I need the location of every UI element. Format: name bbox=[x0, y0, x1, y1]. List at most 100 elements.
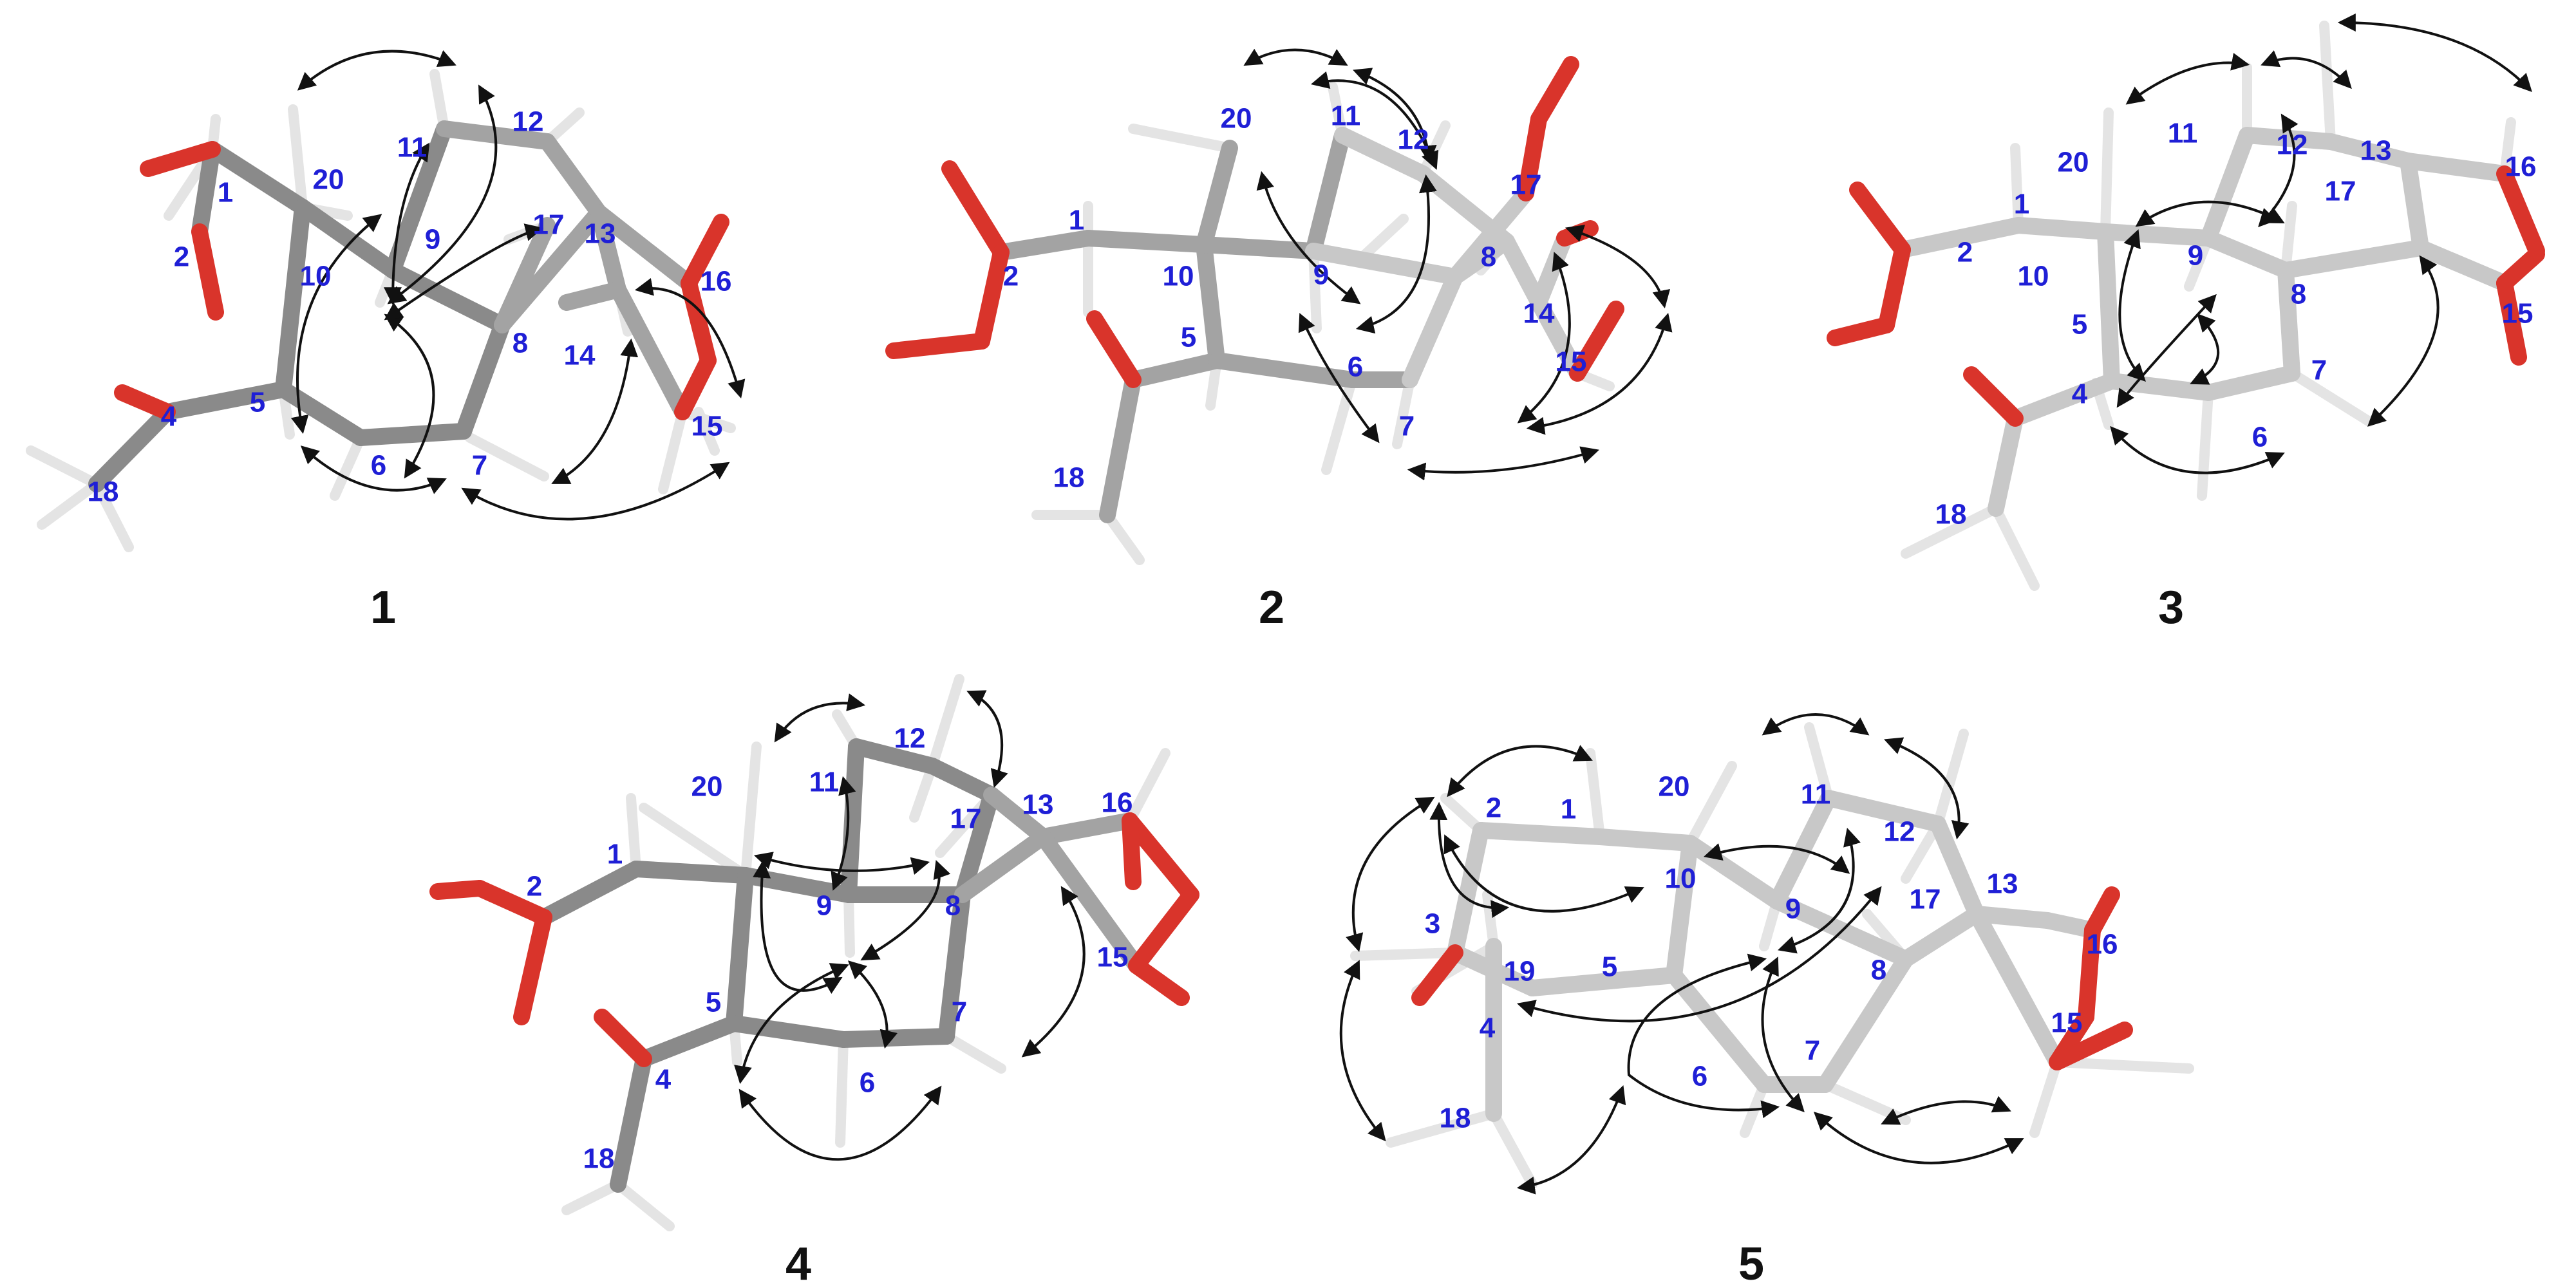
atom-label-3-6: 6 bbox=[2252, 422, 2268, 453]
atom-label-3-1: 1 bbox=[2014, 189, 2029, 220]
compound-1-label: 1 bbox=[370, 582, 396, 633]
atom-label-3-2: 2 bbox=[1957, 237, 1973, 268]
atom-label-1-7: 7 bbox=[472, 450, 487, 481]
atom-label-5-17: 17 bbox=[1910, 884, 1941, 915]
atom-label-3-7: 7 bbox=[2311, 355, 2327, 386]
atom-label-2-10: 10 bbox=[1163, 261, 1194, 292]
compound-4-label: 4 bbox=[785, 1238, 811, 1288]
atom-label-5-2: 2 bbox=[1486, 792, 1501, 824]
atom-label-5-18: 18 bbox=[1440, 1103, 1471, 1134]
atom-label-3-13: 13 bbox=[2360, 135, 2392, 167]
atom-label-5-19: 19 bbox=[1504, 956, 1536, 987]
compound-4-noe-correlations bbox=[734, 690, 1086, 1161]
atom-label-1-15: 15 bbox=[691, 411, 723, 442]
atom-label-4-7: 7 bbox=[952, 996, 967, 1028]
atom-label-3-8: 8 bbox=[2291, 279, 2306, 310]
atom-label-5-13: 13 bbox=[1987, 868, 2018, 900]
compound-2-structure bbox=[885, 56, 1624, 565]
atom-label-2-2: 2 bbox=[1003, 261, 1019, 292]
compound-5-structure bbox=[1350, 722, 2194, 1190]
atom-label-4-13: 13 bbox=[1022, 789, 1054, 821]
compound-3-noe-correlations bbox=[2110, 14, 2532, 474]
atom-label-2-1: 1 bbox=[1069, 205, 1084, 236]
atom-label-3-17: 17 bbox=[2325, 176, 2356, 207]
atom-label-2-8: 8 bbox=[1481, 241, 1496, 273]
atom-label-4-20: 20 bbox=[691, 771, 723, 803]
atom-label-1-20: 20 bbox=[313, 164, 344, 196]
atom-label-1-2: 2 bbox=[174, 241, 189, 273]
atom-label-4-8: 8 bbox=[945, 890, 961, 922]
atom-label-5-9: 9 bbox=[1785, 893, 1801, 925]
atom-label-4-2: 2 bbox=[527, 871, 542, 902]
atom-label-2-11: 11 bbox=[1331, 100, 1361, 132]
atom-label-4-11: 11 bbox=[809, 767, 840, 798]
atom-label-4-16: 16 bbox=[1102, 787, 1133, 819]
atom-label-5-3: 3 bbox=[1425, 908, 1440, 940]
atom-label-2-14: 14 bbox=[1523, 298, 1555, 330]
atom-label-1-16: 16 bbox=[700, 266, 732, 297]
atom-label-1-1: 1 bbox=[218, 177, 233, 209]
atom-label-4-9: 9 bbox=[816, 890, 832, 922]
atom-label-5-15: 15 bbox=[2051, 1007, 2083, 1039]
atom-label-2-17: 17 bbox=[1510, 169, 1542, 201]
atom-label-3-11: 11 bbox=[2168, 118, 2198, 149]
atom-label-1-9: 9 bbox=[425, 224, 440, 256]
atom-label-4-15: 15 bbox=[1097, 942, 1129, 973]
atom-label-3-4: 4 bbox=[2072, 378, 2088, 410]
compound-1-noe-correlations bbox=[290, 50, 746, 521]
atom-label-5-6: 6 bbox=[1692, 1061, 1707, 1092]
atom-label-4-18: 18 bbox=[583, 1143, 615, 1175]
compound-3-label: 3 bbox=[2158, 582, 2184, 633]
atom-label-2-18: 18 bbox=[1053, 462, 1085, 494]
atom-label-1-18: 18 bbox=[88, 476, 119, 508]
atom-label-1-6: 6 bbox=[371, 450, 386, 481]
atom-label-3-12: 12 bbox=[2277, 129, 2308, 161]
atom-label-4-12: 12 bbox=[894, 723, 926, 754]
compound-3-structure bbox=[1827, 21, 2545, 591]
atom-label-3-5: 5 bbox=[2072, 309, 2087, 341]
compound-2-noe-correlations bbox=[1243, 48, 1673, 481]
atom-label-4-1: 1 bbox=[607, 839, 623, 870]
atom-label-2-7: 7 bbox=[1399, 411, 1415, 442]
atom-label-5-20: 20 bbox=[1659, 771, 1690, 803]
atom-label-5-8: 8 bbox=[1871, 955, 1886, 986]
atom-label-1-4: 4 bbox=[161, 401, 177, 433]
atom-label-4-5: 5 bbox=[706, 987, 721, 1018]
atom-label-3-18: 18 bbox=[1935, 499, 1967, 530]
atom-label-5-16: 16 bbox=[2087, 929, 2118, 960]
atom-label-1-10: 10 bbox=[300, 261, 332, 292]
atom-label-2-5: 5 bbox=[1181, 322, 1196, 353]
atom-label-2-15: 15 bbox=[1556, 346, 1587, 378]
atom-label-3-20: 20 bbox=[2058, 147, 2089, 178]
atom-label-4-17: 17 bbox=[950, 803, 982, 835]
atom-label-1-5: 5 bbox=[250, 387, 265, 418]
atom-label-5-5: 5 bbox=[1602, 951, 1617, 983]
atom-label-2-12: 12 bbox=[1398, 124, 1429, 156]
compound-2-label: 2 bbox=[1259, 582, 1284, 633]
atom-label-5-12: 12 bbox=[1884, 816, 1915, 848]
compound-4-structure bbox=[429, 674, 1199, 1231]
atom-label-4-4: 4 bbox=[655, 1064, 672, 1096]
atom-label-1-12: 12 bbox=[512, 106, 544, 138]
atom-label-4-6: 6 bbox=[860, 1067, 875, 1099]
atom-label-1-17: 17 bbox=[533, 209, 565, 241]
atom-label-2-6: 6 bbox=[1348, 351, 1363, 383]
atom-label-3-9: 9 bbox=[2188, 240, 2203, 272]
atom-label-1-8: 8 bbox=[512, 328, 528, 359]
atom-label-3-15: 15 bbox=[2502, 298, 2534, 330]
atom-label-3-10: 10 bbox=[2018, 261, 2049, 292]
atom-label-5-7: 7 bbox=[1805, 1035, 1820, 1067]
compound-5-noe-correlations bbox=[1339, 713, 2024, 1195]
atom-label-1-11: 11 bbox=[397, 132, 428, 163]
atom-label-5-11: 11 bbox=[1801, 779, 1831, 810]
atom-label-3-16: 16 bbox=[2505, 151, 2537, 183]
atom-label-2-9: 9 bbox=[1313, 259, 1329, 291]
atom-label-5-4: 4 bbox=[1480, 1013, 1496, 1044]
atom-label-2-20: 20 bbox=[1221, 103, 1252, 135]
